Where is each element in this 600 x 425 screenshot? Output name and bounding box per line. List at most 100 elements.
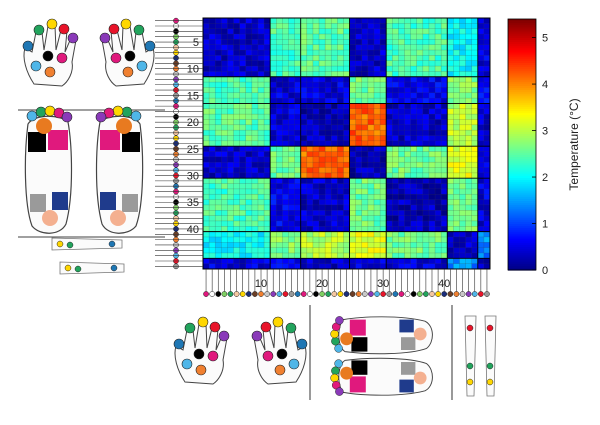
- heatmap-cell: [288, 210, 295, 216]
- heatmap-cell: [428, 236, 436, 243]
- heatmap-cell: [233, 231, 241, 238]
- heatmap-cell: [465, 178, 473, 184]
- heatmap-cell: [355, 258, 363, 265]
- heatmap-cell: [410, 204, 418, 211]
- heatmap-cell: [239, 188, 247, 195]
- colorbar-band: [508, 54, 536, 58]
- colorbar-band: [508, 234, 536, 238]
- heatmap-cell: [203, 263, 210, 270]
- heatmap-cell: [203, 76, 210, 83]
- heatmap-cell: [435, 146, 442, 152]
- heatmap-cell: [227, 108, 234, 115]
- heatmap-cell: [343, 199, 350, 206]
- heatmap-cell: [209, 151, 216, 158]
- heatmap-cell: [325, 60, 332, 67]
- heatmap-cell: [343, 108, 350, 115]
- heatmap-cell: [380, 18, 387, 24]
- heatmap-cell: [459, 55, 466, 62]
- heatmap-cell: [276, 114, 283, 120]
- heatmap-cell: [312, 66, 320, 72]
- heatmap-cell: [465, 167, 473, 174]
- heatmap-cell: [373, 172, 381, 179]
- heatmap-cell: [251, 28, 259, 35]
- heatmap-cell: [257, 124, 265, 131]
- heatmap-cell: [215, 252, 222, 259]
- heatmap-cell: [215, 194, 222, 200]
- heatmap-cell: [349, 76, 357, 83]
- heatmap-cell: [257, 140, 265, 147]
- heatmap-cell: [300, 220, 308, 227]
- heatmap-cell: [245, 135, 253, 142]
- heatmap-cell: [215, 39, 222, 46]
- heatmap-cell: [227, 242, 234, 249]
- heatmap-cell: [337, 108, 344, 115]
- region-dot: [285, 322, 297, 334]
- heatmap-cell: [367, 172, 375, 179]
- heatmap-cell: [386, 188, 393, 195]
- column-marker: [484, 291, 490, 297]
- heatmap-cell: [367, 140, 375, 147]
- heatmap-cell: [355, 103, 363, 110]
- heatmap-cell: [257, 66, 265, 72]
- heatmap-cell: [239, 226, 247, 233]
- toe-dot: [44, 105, 56, 117]
- heatmap-cell: [483, 204, 491, 211]
- heatmap-cell: [257, 188, 265, 195]
- colorbar-band: [508, 19, 536, 22]
- heatmap-cell: [441, 156, 448, 163]
- heatmap-cell: [251, 146, 259, 152]
- colorbar-band: [508, 150, 536, 154]
- heatmap-cell: [325, 146, 332, 152]
- heatmap-cell: [319, 39, 326, 46]
- heatmap-cell: [276, 236, 283, 243]
- heatmap-cell: [453, 39, 460, 46]
- heatmap-cell: [215, 188, 222, 195]
- heatmap-cell: [349, 215, 357, 222]
- colorbar-band: [508, 131, 536, 135]
- heatmap-cell: [270, 226, 277, 233]
- heatmap-cell: [477, 114, 485, 120]
- heatmap-cell: [392, 199, 399, 206]
- heatmap-cell: [459, 183, 466, 190]
- heatmap-cell: [227, 146, 234, 152]
- colorbar-band: [508, 94, 536, 97]
- heatmap-cell: [331, 220, 338, 227]
- colorbar-band: [508, 44, 536, 47]
- heatmap-cell: [221, 108, 228, 115]
- y-tick-label: 30: [187, 171, 199, 183]
- heatmap-cell: [361, 194, 369, 200]
- heatmap-cell: [264, 44, 271, 51]
- region-dot: [58, 23, 70, 35]
- heatmap-cell: [325, 87, 332, 94]
- heatmap-cell: [282, 258, 289, 265]
- foot-illustration: [330, 316, 433, 355]
- heatmap-cell: [319, 183, 326, 190]
- region-patch: [340, 366, 353, 380]
- heatmap-cell: [312, 28, 320, 35]
- heatmap-cell: [257, 183, 265, 190]
- heatmap-cell: [404, 103, 412, 110]
- heatmap-cell: [251, 55, 259, 62]
- heatmap-cell: [447, 242, 454, 249]
- heatmap-cell: [422, 220, 430, 227]
- heatmap-cell: [422, 156, 430, 163]
- heatmap-cell: [422, 162, 430, 168]
- heatmap-cell: [373, 258, 381, 265]
- heatmap-cell: [312, 50, 320, 56]
- heatmap-cell: [300, 156, 308, 163]
- heatmap-cell: [367, 39, 375, 46]
- heatmap-cell: [227, 215, 234, 222]
- heatmap-cell: [447, 215, 454, 222]
- heatmap-cell: [477, 210, 485, 216]
- heatmap-cell: [300, 146, 308, 152]
- heatmap-cell: [349, 66, 357, 72]
- heatmap-cell: [453, 178, 460, 184]
- heatmap-cell: [294, 263, 302, 270]
- heatmap-cell: [361, 50, 369, 56]
- heatmap-cell: [276, 124, 283, 131]
- heatmap-cell: [380, 162, 387, 168]
- heatmap-cell: [257, 55, 265, 62]
- heatmap-cell: [337, 167, 344, 174]
- heatmap-cell: [447, 258, 454, 265]
- y-tick-label: 35: [187, 197, 199, 209]
